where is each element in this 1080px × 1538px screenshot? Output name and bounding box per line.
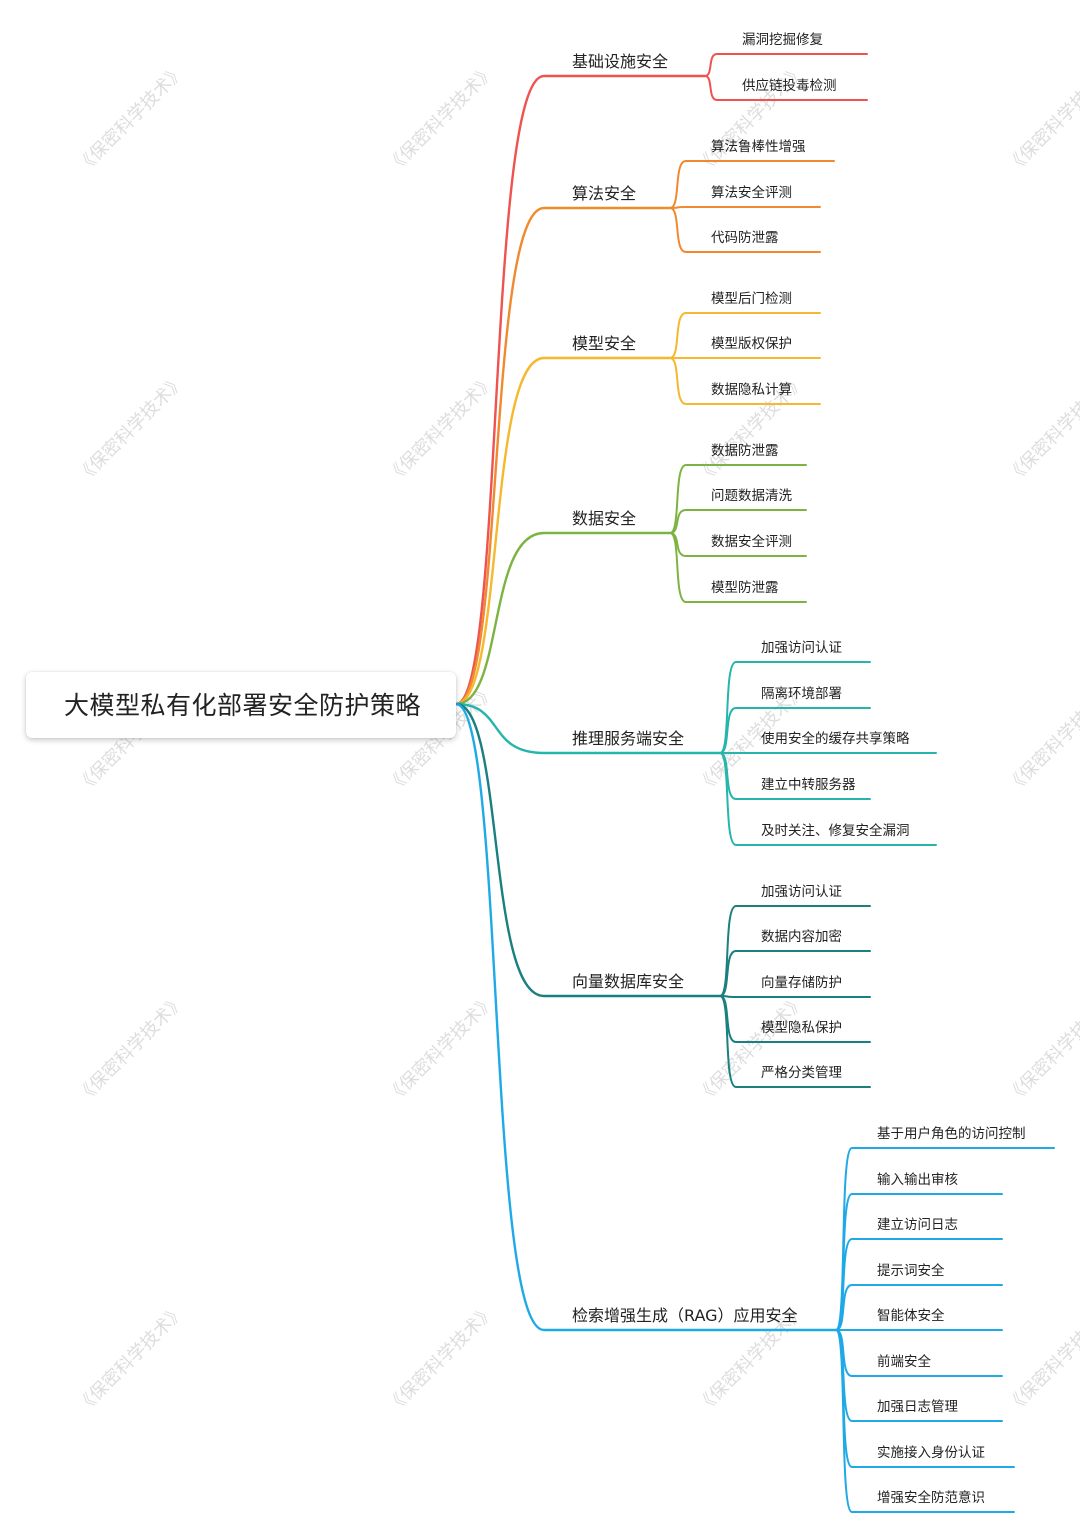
child-connector xyxy=(719,995,871,1088)
child-connector xyxy=(719,905,871,997)
branch-connector xyxy=(454,702,722,755)
child-label[interactable]: 前端安全 xyxy=(877,1353,931,1370)
branch-label[interactable]: 算法安全 xyxy=(572,184,636,203)
child-connector xyxy=(669,207,821,253)
child-connector xyxy=(719,995,871,998)
child-label[interactable]: 供应链投毒检测 xyxy=(742,77,837,94)
child-label[interactable]: 算法安全评测 xyxy=(711,184,792,201)
child-label[interactable]: 加强访问认证 xyxy=(761,884,842,900)
root-node[interactable]: 大模型私有化部署安全防护策略 xyxy=(26,672,456,738)
child-label[interactable]: 模型隐私保护 xyxy=(761,1020,842,1036)
child-connector xyxy=(669,357,821,405)
branch-connector xyxy=(454,206,672,706)
child-label[interactable]: 数据内容加密 xyxy=(761,928,842,945)
child-connector xyxy=(669,509,807,534)
child-label[interactable]: 隔离环境部署 xyxy=(761,685,842,702)
child-label[interactable]: 问题数据清洗 xyxy=(711,488,792,504)
branch-label[interactable]: 检索增强生成（RAG）应用安全 xyxy=(572,1306,798,1325)
root-title: 大模型私有化部署安全防护策略 xyxy=(64,691,422,720)
child-connector xyxy=(669,160,835,209)
branch-connector xyxy=(454,531,672,706)
child-connector xyxy=(835,1329,1015,1513)
branch-label[interactable]: 向量数据库安全 xyxy=(572,972,684,991)
child-label[interactable]: 模型后门检测 xyxy=(711,291,792,307)
child-connector xyxy=(669,312,821,359)
child-label[interactable]: 输入输出审核 xyxy=(877,1172,958,1188)
branch-label[interactable]: 基础设施安全 xyxy=(572,52,668,71)
child-label[interactable]: 增强安全防范意识 xyxy=(877,1489,985,1506)
branch-connector xyxy=(454,356,672,706)
child-label[interactable]: 基于用户角色的访问控制 xyxy=(877,1125,1026,1142)
child-connector xyxy=(719,707,871,754)
child-connector xyxy=(704,53,868,77)
branch-5: 推理服务端安全 加强访问认证隔离环境部署使用安全的缓存共享策略建立中转服务器及时关… xyxy=(454,640,937,846)
child-connector xyxy=(704,75,868,101)
child-label[interactable]: 提示词安全 xyxy=(877,1262,945,1279)
child-label[interactable]: 模型防泄露 xyxy=(711,580,779,596)
branch-connector xyxy=(454,702,838,1332)
branch-connector xyxy=(454,74,707,706)
child-connector xyxy=(669,464,807,534)
child-label[interactable]: 智能体安全 xyxy=(877,1307,945,1324)
child-label[interactable]: 数据隐私计算 xyxy=(711,382,792,398)
child-connector xyxy=(719,950,871,997)
child-label[interactable]: 建立中转服务器 xyxy=(761,777,856,793)
child-label[interactable]: 模型版权保护 xyxy=(711,335,792,352)
child-label[interactable]: 加强访问认证 xyxy=(761,640,842,656)
branch-7: 检索增强生成（RAG）应用安全 基于用户角色的访问控制输入输出审核建立访问日志提示… xyxy=(454,702,1055,1513)
child-connector xyxy=(719,661,871,754)
branch-label[interactable]: 推理服务端安全 xyxy=(572,729,684,748)
child-label[interactable]: 及时关注、修复安全漏洞 xyxy=(761,822,910,839)
child-label[interactable]: 建立访问日志 xyxy=(877,1217,958,1233)
child-connector xyxy=(669,206,821,209)
child-connector xyxy=(669,532,807,603)
child-label[interactable]: 实施接入身份认证 xyxy=(877,1444,985,1461)
child-label[interactable]: 加强日志管理 xyxy=(877,1399,958,1415)
child-label[interactable]: 严格分类管理 xyxy=(761,1065,842,1081)
child-label[interactable]: 数据安全评测 xyxy=(711,533,792,550)
child-label[interactable]: 使用安全的缓存共享策略 xyxy=(761,730,910,747)
child-label[interactable]: 算法鲁棒性增强 xyxy=(711,139,806,155)
branch-connector xyxy=(454,702,722,998)
child-label[interactable]: 代码防泄露 xyxy=(711,230,779,246)
child-label[interactable]: 向量存储防护 xyxy=(761,975,842,991)
child-label[interactable]: 漏洞挖掘修复 xyxy=(742,31,823,48)
branch-label[interactable]: 数据安全 xyxy=(572,509,636,528)
child-connector xyxy=(719,752,937,846)
child-connector xyxy=(835,1284,1003,1331)
child-connector xyxy=(835,1238,1003,1331)
branch-label[interactable]: 模型安全 xyxy=(572,334,636,353)
child-label[interactable]: 数据防泄露 xyxy=(711,443,779,459)
